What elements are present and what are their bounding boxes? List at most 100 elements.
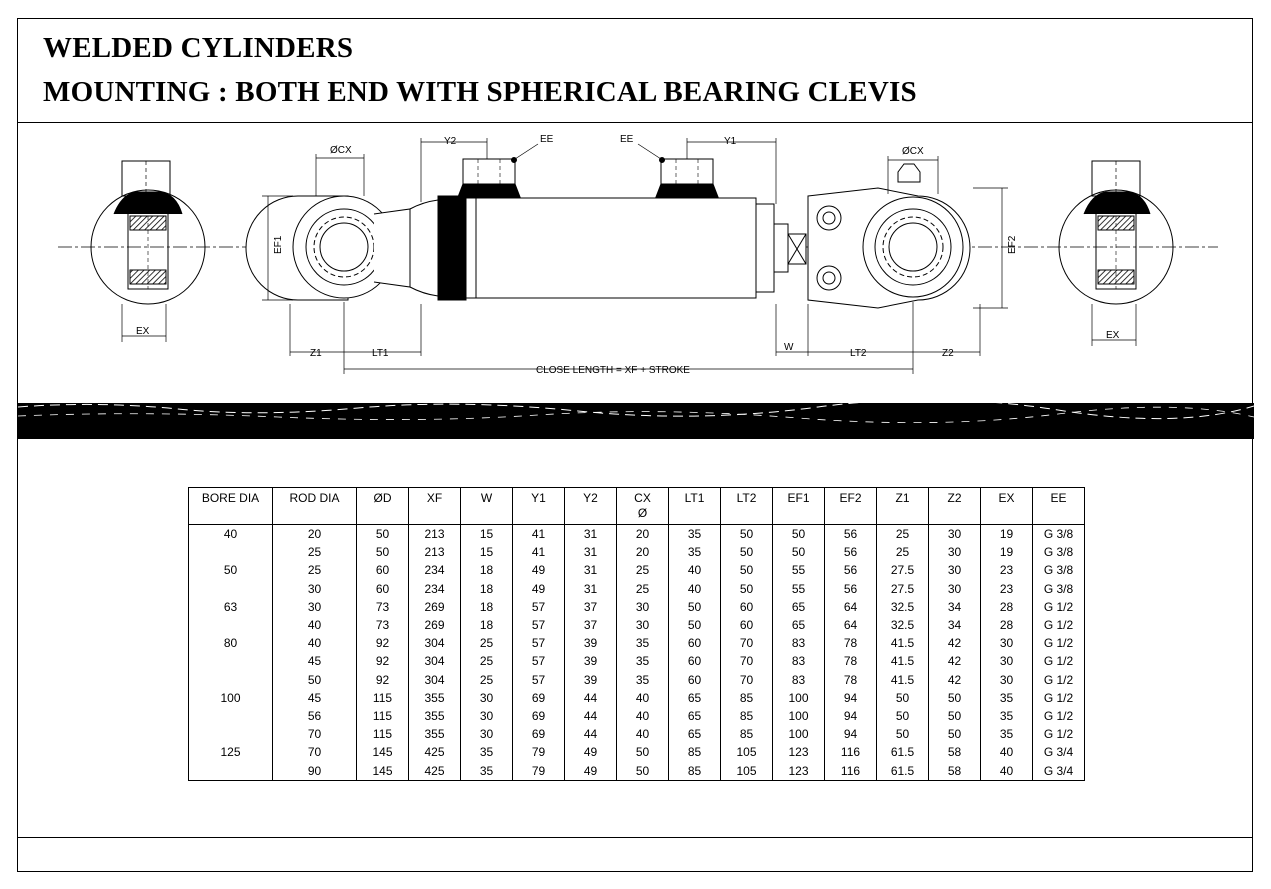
table-cell: 31 (564, 579, 617, 598)
table-cell: 50 (928, 706, 981, 726)
table-cell: 78 (824, 634, 877, 653)
table-cell: 61.5 (876, 743, 929, 762)
table-cell: 25 (272, 561, 357, 580)
dim-lt2: LT2 (850, 348, 867, 359)
title-block: WELDED CYLINDERS MOUNTING : BOTH END WIT… (18, 19, 1252, 123)
table-cell: 80 (188, 634, 273, 653)
table-cell: 25 (460, 670, 513, 689)
table-cell (188, 615, 273, 635)
dim-ee-right: EE (620, 134, 634, 145)
table-cell: 35 (616, 670, 669, 689)
table-cell: 44 (564, 725, 617, 744)
table-cell: 115 (356, 706, 409, 726)
table-cell: 25 (272, 543, 357, 562)
table-cell: 40 (188, 524, 273, 544)
table-cell: 50 (876, 688, 929, 707)
table-cell: 15 (460, 543, 513, 562)
table-cell: 34 (928, 597, 981, 616)
table-header-cell: Y2 (564, 487, 617, 525)
table-cell: 304 (408, 670, 461, 689)
table-cell: 39 (564, 670, 617, 689)
table-cell: 70 (272, 743, 357, 762)
table-cell: 234 (408, 561, 461, 580)
table-cell: 41.5 (876, 652, 929, 671)
dim-ocx-left: ØCX (330, 145, 352, 156)
table-cell: 70 (720, 634, 773, 653)
table-cell: 41.5 (876, 634, 929, 653)
table-cell: 37 (564, 615, 617, 635)
table-cell: 18 (460, 597, 513, 616)
table-cell: 31 (564, 524, 617, 544)
table-cell: 100 (772, 706, 825, 726)
dim-z2: Z2 (942, 348, 954, 359)
table-cell (188, 543, 273, 562)
table-cell: 39 (564, 652, 617, 671)
table-cell: 35 (616, 652, 669, 671)
table-header-cell: EF2 (824, 487, 877, 525)
title-line-1: WELDED CYLINDERS (43, 32, 354, 64)
table-header-cell: XF (408, 487, 461, 525)
table-cell: 49 (564, 743, 617, 762)
table-cell: 56 (824, 579, 877, 598)
table-header-cell: Z2 (928, 487, 981, 525)
table-cell: 30 (272, 579, 357, 598)
table-header-cell: LT2 (720, 487, 773, 525)
table-header-cell: ØD (356, 487, 409, 525)
table-cell: 49 (512, 561, 565, 580)
table-cell: 30 (928, 561, 981, 580)
table-cell: 90 (272, 761, 357, 781)
table-cell: 115 (356, 725, 409, 744)
table-cell: 19 (980, 524, 1033, 544)
table-cell: 25 (876, 543, 929, 562)
table-cell: 85 (720, 688, 773, 707)
table-cell: 116 (824, 743, 877, 762)
table-cell: 69 (512, 688, 565, 707)
table-cell: 42 (928, 652, 981, 671)
cylinder-body (409, 158, 807, 301)
table-header-cell: BORE DIA (188, 487, 273, 525)
table-cell: 123 (772, 761, 825, 781)
table-cell: 60 (720, 597, 773, 616)
table-cell: 56 (272, 706, 357, 726)
table-cell: 85 (668, 743, 721, 762)
table-cell: 355 (408, 706, 461, 726)
table-cell: 30 (616, 597, 669, 616)
dim-y2: Y2 (444, 136, 457, 147)
table-cell: 65 (668, 725, 721, 744)
table-cell: 94 (824, 688, 877, 707)
table-cell: 92 (356, 634, 409, 653)
table-cell: 27.5 (876, 561, 929, 580)
table-cell: 35 (460, 761, 513, 781)
table-cell: 50 (668, 597, 721, 616)
dim-w: W (784, 342, 794, 353)
table-cell: 50 (720, 543, 773, 562)
table-cell: 42 (928, 634, 981, 653)
table-cell: 35 (460, 743, 513, 762)
table-cell: 41.5 (876, 670, 929, 689)
table-cell: 30 (980, 670, 1033, 689)
table-cell (188, 579, 273, 598)
table-cell: G 1/2 (1032, 652, 1085, 671)
table-cell: 35 (668, 543, 721, 562)
table-cell: 85 (720, 725, 773, 744)
table-cell: 18 (460, 615, 513, 635)
table-cell: 213 (408, 543, 461, 562)
table-cell: 56 (824, 543, 877, 562)
table-cell: 50 (616, 743, 669, 762)
table-cell: G 1/2 (1032, 597, 1085, 616)
table-cell: 39 (564, 634, 617, 653)
table-cell: 30 (928, 543, 981, 562)
table-cell: 94 (824, 706, 877, 726)
table-cell: 73 (356, 597, 409, 616)
table-header-cell: ROD DIA (272, 487, 357, 525)
table-cell: 18 (460, 561, 513, 580)
table-cell: 40 (980, 761, 1033, 781)
table-header-cell: LT1 (668, 487, 721, 525)
